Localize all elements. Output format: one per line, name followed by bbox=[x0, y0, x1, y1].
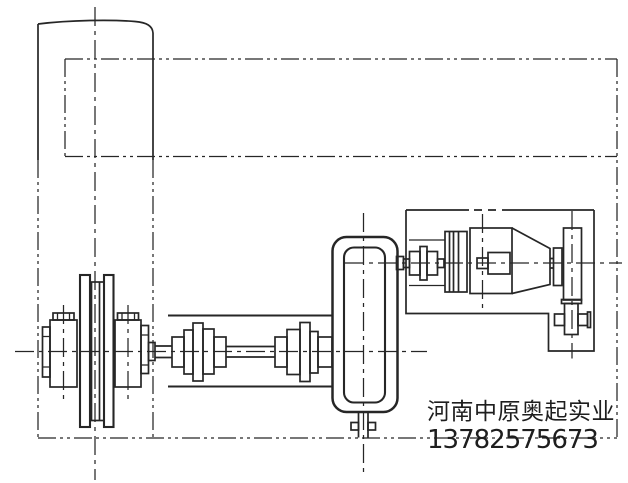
coupling-left bbox=[171, 322, 227, 382]
motor bbox=[469, 227, 563, 295]
frame-rails bbox=[168, 314, 333, 388]
brake-drum bbox=[444, 230, 468, 293]
crane-column bbox=[37, 19, 154, 438]
girder-phantom-outline bbox=[38, 58, 618, 439]
buffer-bracket bbox=[553, 298, 592, 336]
gearbox bbox=[331, 235, 405, 438]
floating-shaft bbox=[226, 345, 275, 358]
bearing-left bbox=[41, 312, 78, 388]
rope-sheave bbox=[78, 273, 115, 429]
brake-coupling bbox=[402, 239, 445, 287]
shaft-step bbox=[147, 341, 172, 362]
motor-base-box bbox=[405, 209, 595, 352]
coupling-right bbox=[274, 321, 333, 383]
centerlines bbox=[15, 7, 622, 480]
phone-watermark: 13782575673 bbox=[427, 425, 599, 455]
company-watermark: 河南中原奥起实业 bbox=[427, 399, 615, 425]
bearing-right bbox=[114, 312, 150, 388]
